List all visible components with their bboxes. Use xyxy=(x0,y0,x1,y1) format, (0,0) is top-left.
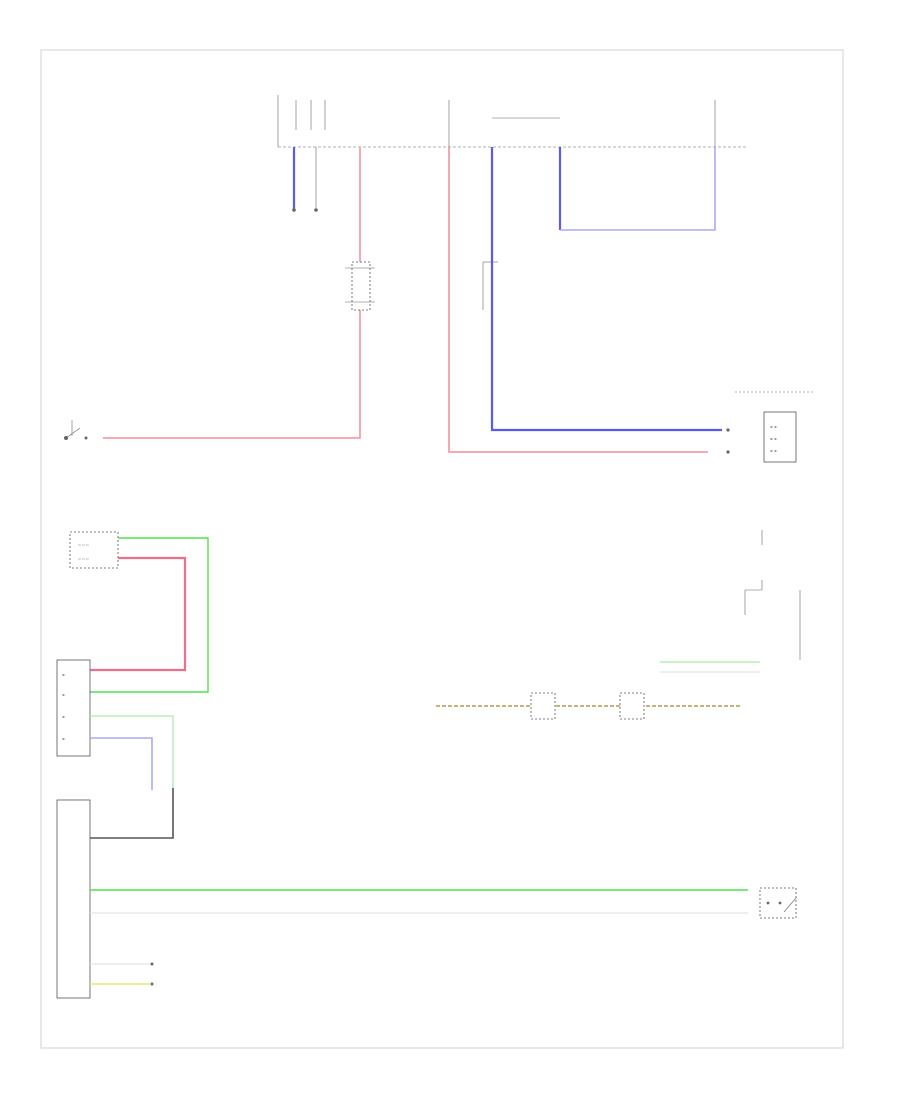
junction-connector-a xyxy=(530,692,556,720)
junction-box-center xyxy=(482,261,498,310)
connector-dot-6 xyxy=(150,982,154,986)
door-switch-bottom-right xyxy=(759,887,797,919)
svg-text:▫ ▫ ▫: ▫ ▫ ▫ xyxy=(78,556,89,561)
ecu-block-lower xyxy=(56,799,91,999)
door-switch-left xyxy=(64,420,88,440)
svg-text:▪ ▪: ▪ ▪ xyxy=(770,436,777,441)
connector-label-block-a xyxy=(274,221,330,235)
ground-symbol-right xyxy=(744,530,801,660)
svg-text:▪: ▪ xyxy=(62,672,65,677)
connector-dot-1 xyxy=(292,208,296,212)
wire-lightgreen-ecu xyxy=(90,715,174,788)
mirror-switch-connector: ▫ ▫ ▫ ▫ ▫ ▫ xyxy=(69,531,119,569)
junction-connector-b xyxy=(619,692,645,720)
connector-dot-4 xyxy=(726,450,730,454)
svg-text:▫ ▫ ▫: ▫ ▫ ▫ xyxy=(78,542,89,547)
wire-lightblue-loop xyxy=(560,147,716,231)
wire-red-center xyxy=(448,147,708,453)
wire-green-mirror xyxy=(90,537,209,693)
connector-dot-3 xyxy=(726,428,730,432)
connector-dot-2 xyxy=(314,208,318,212)
diagram-frame xyxy=(40,49,844,1049)
svg-text:▪: ▪ xyxy=(62,692,65,697)
wire-gray-ecu xyxy=(90,788,174,839)
relay-box-left xyxy=(345,261,375,311)
ecu-block-upper: ▪ ▪ ▪ ▪ xyxy=(56,659,91,757)
wire-blue-ecu xyxy=(90,737,153,790)
svg-text:▪ ▪: ▪ ▪ xyxy=(770,424,777,429)
wire-red-left xyxy=(103,147,361,439)
fuse-stub-left xyxy=(295,100,326,130)
wire-pink-mirror xyxy=(90,556,187,672)
wire-blue-center xyxy=(490,147,722,432)
connector-dot-5 xyxy=(150,962,154,966)
svg-text:▪ ▪: ▪ ▪ xyxy=(770,448,777,453)
svg-text:▪: ▪ xyxy=(62,714,65,719)
connector-right-top: ▪ ▪ ▪ ▪ ▪ ▪ xyxy=(735,391,815,463)
svg-text:▪: ▪ xyxy=(62,736,65,741)
